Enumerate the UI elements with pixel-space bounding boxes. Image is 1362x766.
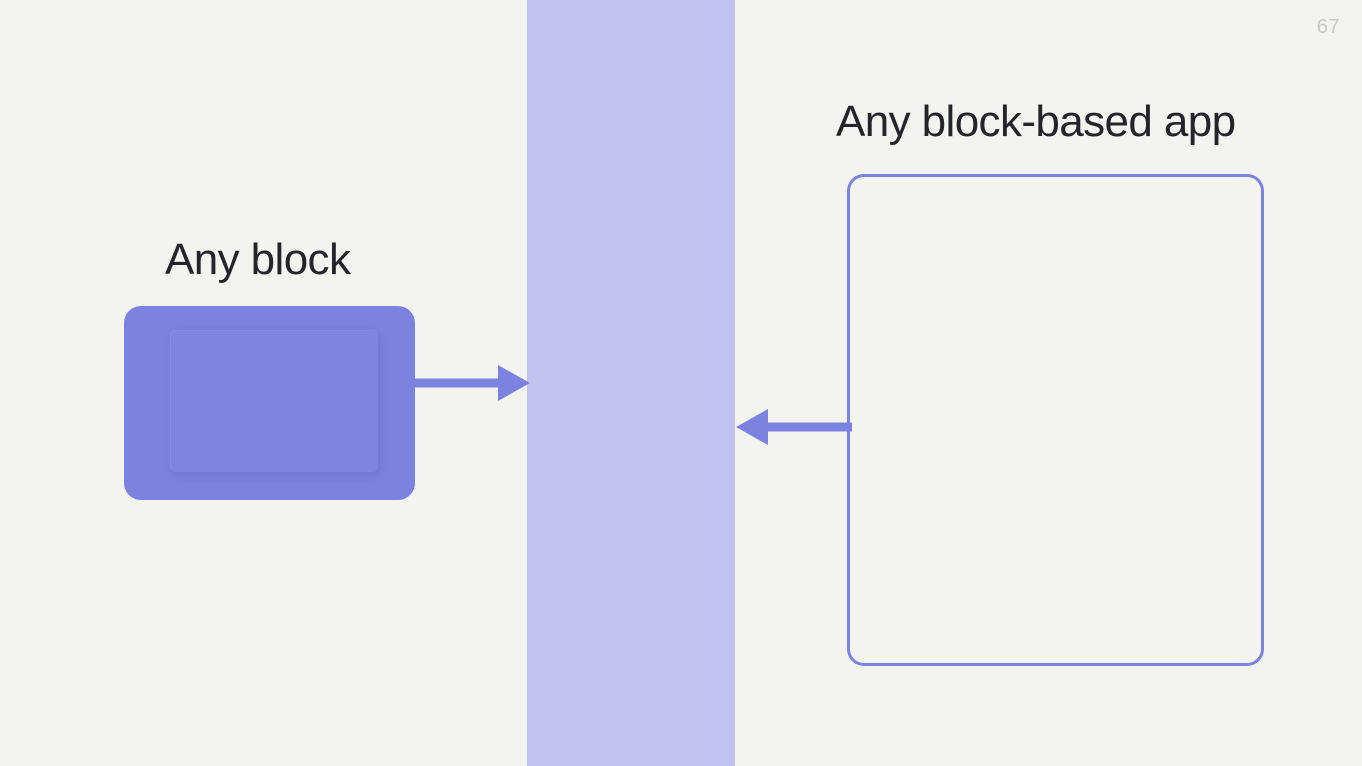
page-number: 67 [1316, 16, 1340, 38]
any-block-card-inner [170, 330, 378, 472]
right-heading: Any block-based app [836, 97, 1236, 146]
arrow-right-icon [414, 365, 530, 401]
center-band [527, 0, 735, 766]
any-block-card [124, 306, 415, 500]
any-block-based-app-box [847, 174, 1264, 666]
left-heading: Any block [165, 235, 351, 284]
arrow-left-icon [736, 409, 852, 445]
